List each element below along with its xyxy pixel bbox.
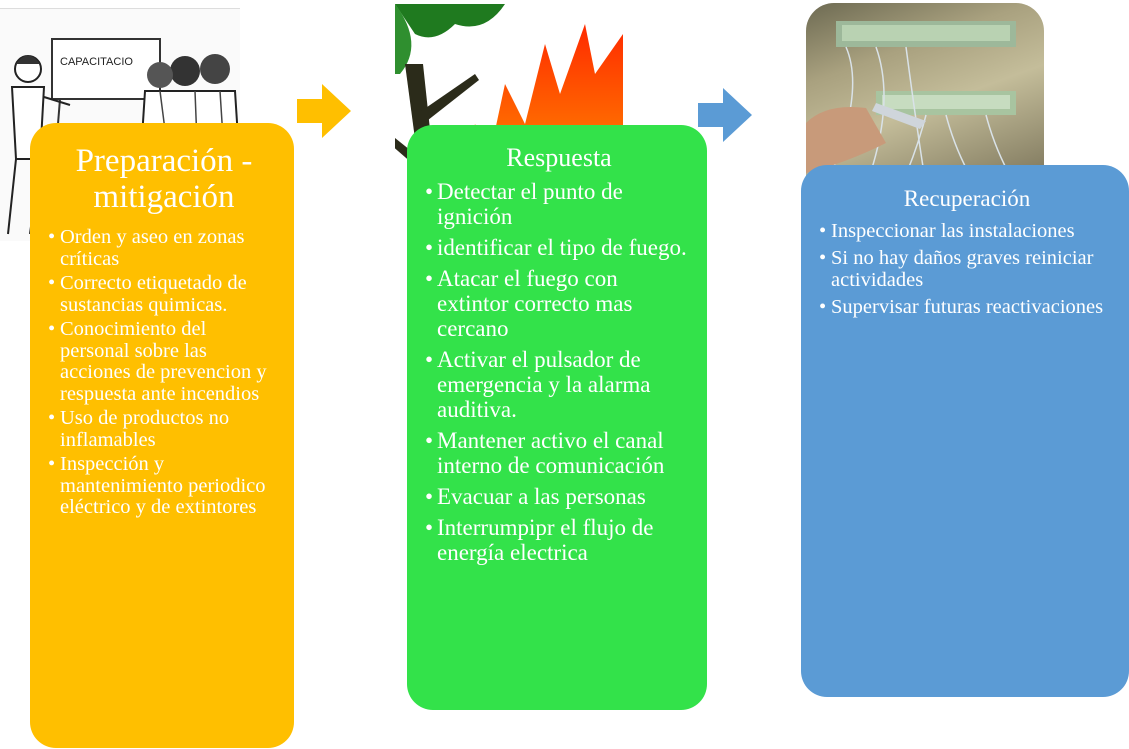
stage-title: Recuperación: [903, 186, 1031, 211]
list-item: Supervisar futuras reactivaciones: [819, 296, 1115, 318]
list-item: Inspección y mantenimiento periodico elé…: [48, 453, 280, 519]
electrical-panel-photo: [806, 3, 1044, 186]
stage-bullet-list: Orden y aseo en zonas críticas Correcto …: [48, 226, 280, 519]
list-item: Conocimiento del personal sobre las acci…: [48, 318, 280, 405]
stage-box-recovery: Recuperación Inspeccionar las instalacio…: [801, 165, 1129, 697]
arrow-right-icon: [297, 84, 351, 138]
list-item: Atacar el fuego con extintor correcto ma…: [425, 266, 693, 341]
list-item: Interrumpipr el flujo de energía electri…: [425, 515, 693, 565]
list-item: Activar el pulsador de emergencia y la a…: [425, 347, 693, 422]
arrow-right-icon: [698, 88, 752, 142]
list-item: Uso de productos no inflamables: [48, 407, 280, 451]
board-sign-text: CAPACITACIO: [60, 56, 133, 68]
stage-box-response: Respuesta Detectar el punto de ignición …: [407, 125, 707, 710]
list-item: Mantener activo el canal interno de comu…: [425, 428, 693, 478]
list-item: Evacuar a las personas: [425, 484, 693, 509]
list-item: Si no hay daños graves reiniciar activid…: [819, 247, 1115, 291]
stage-bullet-list: Detectar el punto de ignición identifica…: [425, 179, 693, 565]
list-item: identificar el tipo de fuego.: [425, 235, 693, 260]
list-item: Correcto etiquetado de sustancias quimic…: [48, 272, 280, 316]
stage-bullet-list: Inspeccionar las instalaciones Si no hay…: [819, 220, 1115, 318]
list-item: Detectar el punto de ignición: [425, 179, 693, 229]
stage-title: Respuesta: [506, 143, 612, 172]
list-item: Orden y aseo en zonas críticas: [48, 226, 280, 270]
stage-box-preparation: Preparación - mitigación Orden y aseo en…: [30, 123, 294, 748]
list-item: Inspeccionar las instalaciones: [819, 220, 1115, 242]
stage-title: Preparación - mitigación: [75, 143, 253, 215]
